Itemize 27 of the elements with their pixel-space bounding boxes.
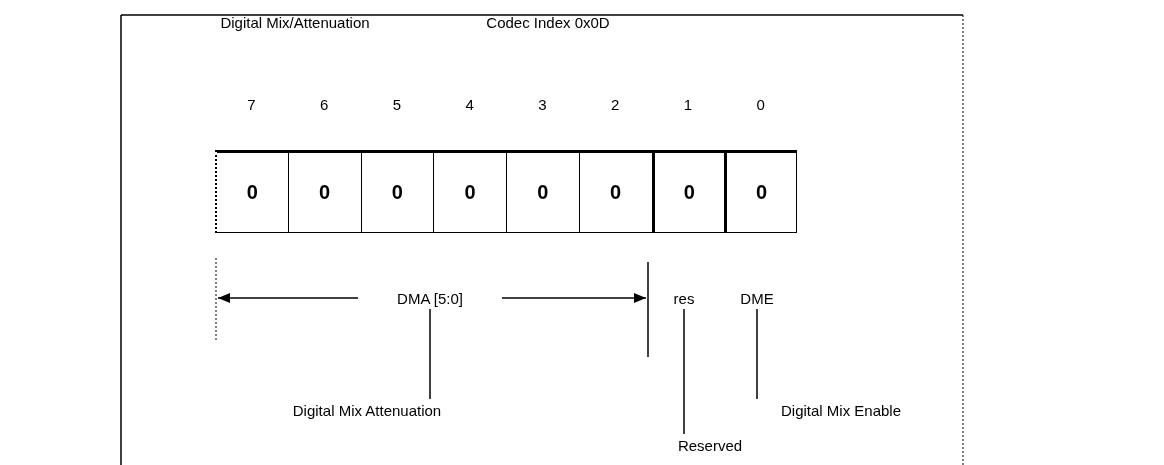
field-name: DME: [727, 287, 787, 309]
field-description: Digital Mix Enable: [722, 399, 960, 421]
leader-line: [756, 308, 758, 400]
field-description: Digital Mix Attenuation: [214, 399, 520, 421]
bit-number: 7: [247, 96, 256, 113]
bit-value: 0: [360, 150, 434, 233]
bit-value: 0: [287, 150, 361, 233]
field-name: DMA [5:0]: [362, 287, 498, 309]
register-heading: Digital Mix/Attenuation: [220, 14, 370, 31]
bit-number: 5: [392, 96, 402, 113]
bit-value: 0: [651, 150, 725, 233]
leader-line: [683, 308, 685, 435]
bit-value: 0: [578, 150, 652, 233]
bit-value: 0: [506, 150, 579, 233]
bit-number: 4: [465, 96, 474, 113]
bit-number: 2: [610, 96, 620, 113]
bit-number: 6: [319, 96, 329, 113]
field-description: Reserved: [648, 434, 772, 456]
bit-value: 0: [724, 150, 797, 233]
bit-value: 0: [215, 150, 288, 233]
register-heading: Codec Index 0x0D: [486, 14, 610, 31]
field-name: res: [662, 287, 706, 309]
leader-line: [429, 308, 431, 400]
bit-number: 3: [538, 96, 547, 113]
bit-number: 0: [756, 96, 765, 113]
bit-number: 1: [683, 96, 693, 113]
bit-value: 0: [433, 150, 506, 233]
